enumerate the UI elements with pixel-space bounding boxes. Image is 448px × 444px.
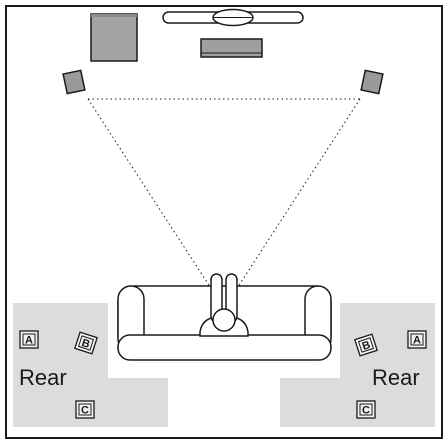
listener bbox=[199, 273, 249, 337]
tv bbox=[162, 8, 304, 27]
rear-right-position-c: C bbox=[356, 400, 376, 419]
rear-left-position-c: C bbox=[75, 400, 95, 419]
sofa-seat bbox=[117, 334, 332, 361]
listener-head bbox=[212, 308, 236, 332]
position-label-b: B bbox=[80, 337, 91, 351]
rear-zone-right bbox=[280, 303, 435, 427]
position-label-c: C bbox=[81, 405, 89, 417]
right-speaker-to-listener-line bbox=[231, 98, 361, 297]
subwoofer bbox=[90, 13, 138, 62]
position-label-c: C bbox=[362, 405, 370, 417]
position-label-b: B bbox=[361, 339, 372, 353]
rear-left-position-a: A bbox=[19, 330, 39, 349]
rear-zone-left bbox=[13, 303, 168, 427]
left-speaker-to-listener-line bbox=[87, 98, 217, 297]
rear-zone-left-label: Rear bbox=[19, 365, 67, 390]
soundbar bbox=[200, 38, 263, 58]
position-label-a: A bbox=[413, 335, 421, 347]
rear-left-position-b: B bbox=[73, 331, 99, 355]
rear-right-position-b: B bbox=[353, 333, 379, 357]
front-left-speaker bbox=[62, 69, 86, 95]
front-right-speaker bbox=[360, 69, 384, 95]
rear-zone-right-label: Rear bbox=[372, 365, 420, 390]
subwoofer-top-edge bbox=[91, 14, 137, 17]
rear-right-position-a: A bbox=[407, 330, 427, 349]
listening-triangle bbox=[87, 98, 361, 297]
position-label-a: A bbox=[25, 335, 33, 347]
